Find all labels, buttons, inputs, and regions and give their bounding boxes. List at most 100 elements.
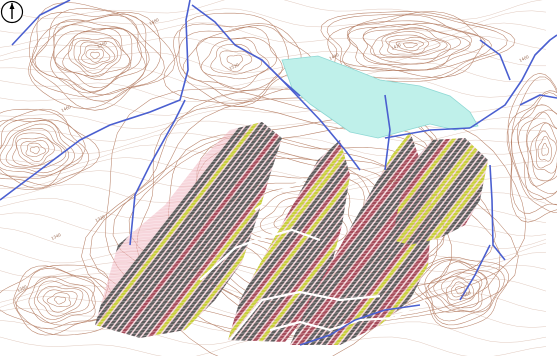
terrace-line <box>392 215 488 245</box>
parcel-strip <box>492 90 557 356</box>
terrace-line <box>392 203 488 245</box>
terrace-line <box>95 266 282 308</box>
terrace-line <box>228 200 350 242</box>
terrace-line <box>95 257 282 299</box>
terrace-line <box>228 191 350 233</box>
terrace-line <box>392 182 488 224</box>
stream-line <box>519 94 557 106</box>
parcel-strip <box>0 90 30 356</box>
contour-line <box>530 122 557 174</box>
stream-line <box>489 164 506 261</box>
terrace-line <box>392 146 488 188</box>
parcel-strip <box>528 90 557 356</box>
parcel-strip <box>516 90 557 356</box>
terrace-line <box>95 233 282 275</box>
parcel-strip <box>392 138 488 245</box>
contour-line <box>29 11 162 111</box>
terrace-line <box>228 218 350 260</box>
access-road <box>254 178 306 211</box>
contour-line <box>15 268 108 330</box>
terrace-line <box>392 161 488 203</box>
terrace-line <box>228 293 350 335</box>
terrace-line <box>228 206 350 248</box>
contour-line <box>219 50 253 72</box>
contour-line <box>424 260 500 322</box>
contour-line <box>0 264 112 336</box>
parcel-strip <box>498 90 557 356</box>
terrace-line <box>392 206 488 245</box>
contour-line <box>37 286 84 317</box>
contour-line <box>29 146 40 155</box>
terrace-line <box>228 305 350 342</box>
contour-line <box>327 11 483 78</box>
parcel-strip <box>228 140 350 342</box>
terrace-line <box>228 314 350 342</box>
parcel-strip <box>290 132 432 345</box>
parcel-strip <box>0 90 72 356</box>
parcel-strip <box>392 138 488 245</box>
parcel-strip <box>392 138 488 245</box>
contour-line <box>403 42 418 48</box>
contour-line <box>428 269 488 313</box>
parcel-strip <box>528 90 557 356</box>
contour-line <box>395 39 424 51</box>
reservoir-area <box>281 55 479 139</box>
contour-line <box>526 122 557 182</box>
terrace-line <box>392 185 488 227</box>
contour-line <box>388 36 430 54</box>
terrace-line <box>95 269 282 311</box>
stream-line <box>129 99 186 246</box>
parcel-strip <box>262 140 350 342</box>
parcel-strip <box>392 138 488 245</box>
parcel-strip <box>352 132 432 345</box>
contour-line <box>173 23 302 107</box>
parcel-strip <box>392 138 488 245</box>
parcel-strip <box>228 140 350 342</box>
contour-line <box>346 20 486 72</box>
parcel-strip <box>522 90 557 356</box>
terrace-line <box>228 254 350 296</box>
contour-line <box>226 54 243 67</box>
contour-line <box>34 15 146 96</box>
contour-line <box>0 48 546 74</box>
contour-line <box>416 259 505 326</box>
parcel-strip <box>528 90 557 356</box>
contour-line <box>54 28 132 81</box>
parcel-strip <box>0 90 96 356</box>
parcel-strip <box>522 90 557 356</box>
parcel-strip <box>250 140 350 342</box>
parcel-strip <box>112 122 282 338</box>
contour-line <box>379 31 448 58</box>
contour-line <box>0 119 86 189</box>
parcel-strip <box>0 90 72 356</box>
parcel-strip <box>0 90 72 356</box>
parcel-strip <box>130 122 282 338</box>
contour-label: 1360 <box>460 290 472 299</box>
contour-line <box>0 238 547 264</box>
terrace-line <box>95 260 282 302</box>
contour-line <box>446 277 475 301</box>
parcel-strip <box>492 90 557 356</box>
contour-label: 1480 <box>148 17 160 26</box>
contour-line <box>90 51 100 59</box>
terrace-line <box>228 212 350 254</box>
terrace-line <box>392 143 488 185</box>
terrace-line <box>95 203 282 245</box>
terrace-line <box>392 218 488 245</box>
contour-line <box>0 108 89 186</box>
terrace-line <box>95 242 282 284</box>
parcel-strip <box>228 140 350 342</box>
terrace-line <box>228 224 350 266</box>
terrace-line <box>95 299 282 338</box>
contour-line <box>510 92 557 206</box>
contour-line <box>46 292 71 307</box>
contour-line <box>320 11 516 82</box>
terrace-line <box>95 281 282 323</box>
contour-line <box>506 90 557 213</box>
terrace-line <box>392 170 488 212</box>
parcel-strip <box>290 132 432 345</box>
contour-line <box>526 111 557 187</box>
terrace-line <box>95 236 282 278</box>
contour-line <box>0 123 70 174</box>
contour-line <box>537 136 552 162</box>
